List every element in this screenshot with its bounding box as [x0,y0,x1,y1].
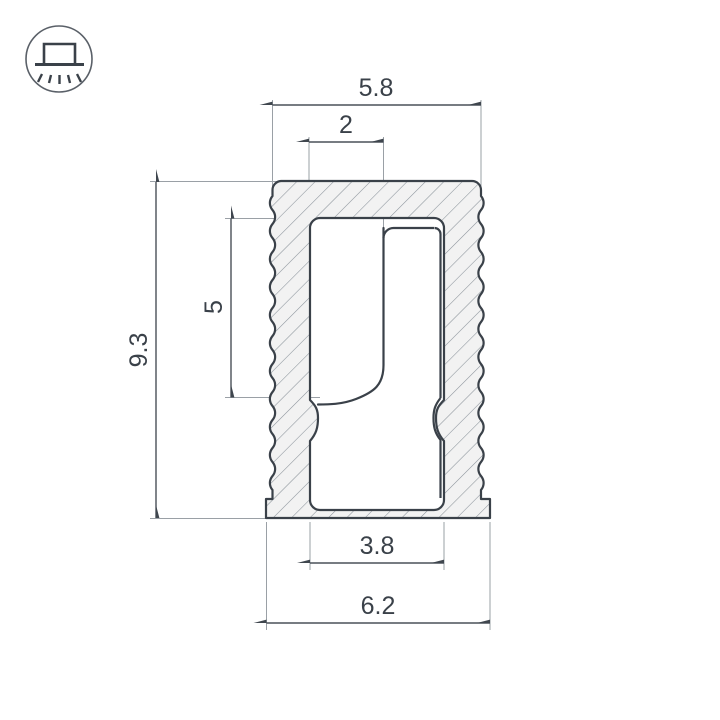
divider-chamber-top [382,226,434,239]
extension-lines [150,100,491,630]
dimension-top-inner: 2 [296,111,384,146]
profile-body [264,179,492,520]
dimension-left-inner: 5 [200,205,235,398]
dimension-label-top-inner: 2 [339,111,353,139]
dimension-bottom-inner: 3.8 [297,532,444,567]
icon-circle [25,25,93,93]
dimension-label-top-outer: 5.8 [359,74,394,102]
dimension-bottom-outer: 6.2 [253,592,490,627]
dimension-label-bottom-outer: 6.2 [361,592,396,620]
dimension-left-outer: 9.3 [125,169,160,518]
lamp-body-icon [42,42,77,64]
divider-chamber-right-cap [434,226,442,235]
dimension-label-left-outer: 9.3 [125,333,153,368]
dimension-label-left-inner: 5 [200,300,228,314]
light-rays-icon [36,73,83,84]
dimension-top-outer: 5.8 [259,74,481,109]
divider-chamber-right-foot [432,397,442,498]
dimension-label-bottom-inner: 3.8 [360,532,395,560]
downlight-icon [25,25,93,93]
inner-divider-wall [316,226,385,406]
profile-outline [264,179,492,520]
